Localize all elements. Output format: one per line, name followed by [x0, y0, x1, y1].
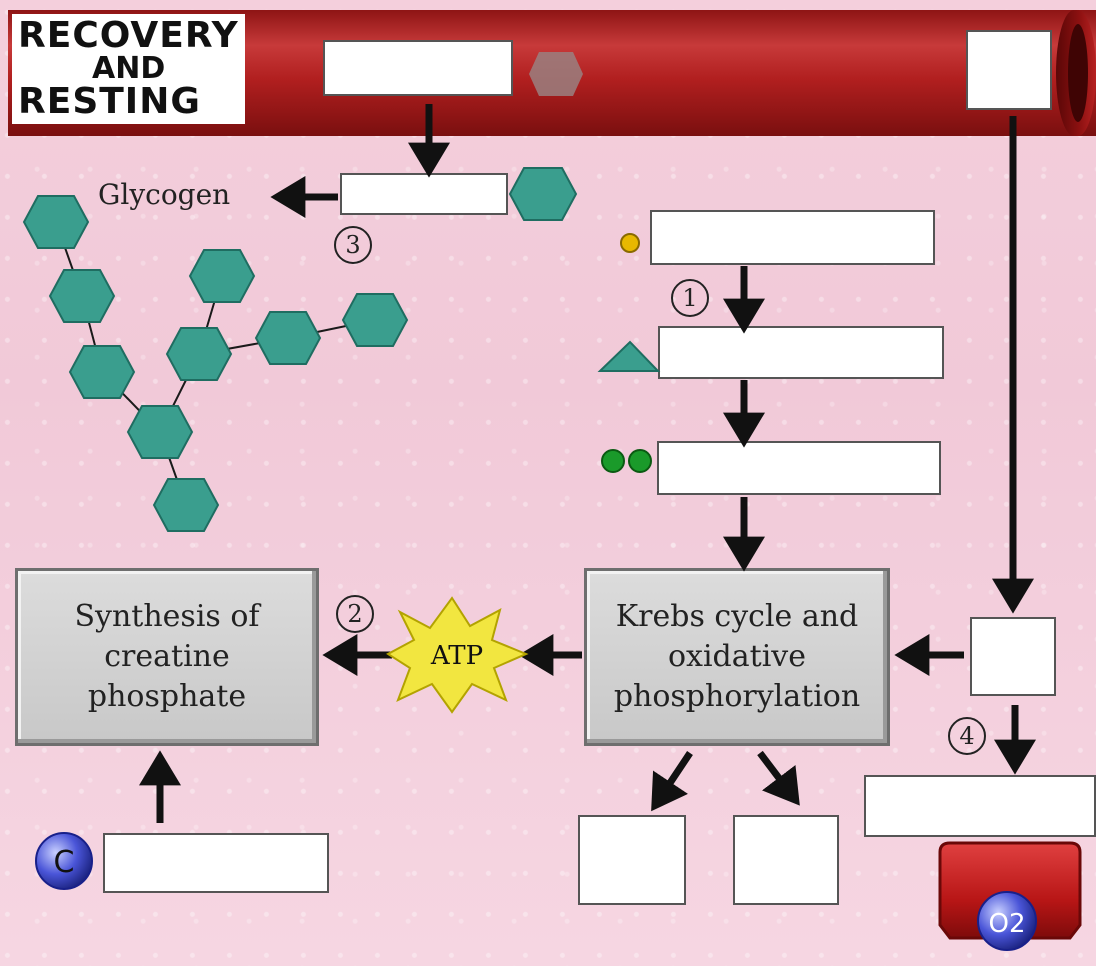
blood-glucose-hexagon	[529, 52, 583, 96]
synthesis-box: Synthesis of creatine phosphate	[15, 568, 319, 746]
synthesis-label: Synthesis of creatine phosphate	[74, 599, 260, 714]
blank-box-product-right[interactable]	[733, 815, 839, 905]
blank-box-pyruvate-source[interactable]	[650, 210, 935, 265]
atp-starburst	[386, 596, 529, 714]
teal-triangle-icon	[597, 340, 661, 372]
title-line-2: and	[12, 54, 245, 84]
krebs-box: Krebs cycle and oxidative phosphorylatio…	[584, 568, 890, 746]
blank-box-oxygen-tissue[interactable]	[970, 617, 1056, 696]
krebs-label: Krebs cycle and oxidative phosphorylatio…	[613, 599, 861, 714]
atp-label: ATP	[430, 641, 483, 671]
step-number-1: 1	[671, 279, 709, 317]
blood-vessel-lumen	[1068, 24, 1088, 122]
blank-box-pyruvate[interactable]	[658, 326, 944, 379]
blank-box-creatine[interactable]	[103, 833, 329, 893]
oxygen-store-button[interactable]	[938, 841, 1082, 940]
title-line-1: Recovery	[18, 15, 239, 56]
oxygen-symbol: O2	[988, 909, 1025, 939]
glucose-hexagon	[508, 167, 578, 221]
step-number-3: 3	[334, 226, 372, 264]
blank-box-myoglobin[interactable]	[864, 775, 1096, 837]
blank-box-blood-oxygen[interactable]	[966, 30, 1052, 110]
glycogen-hexagons	[22, 195, 409, 532]
step-number-2: 2	[336, 595, 374, 633]
diagram-title: Recovery and Resting	[12, 14, 245, 124]
step-number-4: 4	[948, 717, 986, 755]
creatine-ball-icon	[35, 832, 93, 890]
green-dot-icon	[601, 449, 625, 473]
oxygen-ball-icon	[977, 891, 1037, 951]
glycogen-label: Glycogen	[98, 178, 231, 211]
blank-box-blood-glucose[interactable]	[323, 40, 513, 96]
blank-box-product-left[interactable]	[578, 815, 686, 905]
title-line-3: Resting	[18, 81, 201, 122]
creatine-symbol: C	[54, 845, 75, 880]
arrow-krebs-to-product-right	[757, 750, 800, 806]
arrow-krebs-to-product-left	[651, 751, 693, 812]
yellow-dot-icon	[620, 233, 640, 253]
green-dot-icon	[628, 449, 652, 473]
blank-box-acetyl[interactable]	[657, 441, 941, 495]
